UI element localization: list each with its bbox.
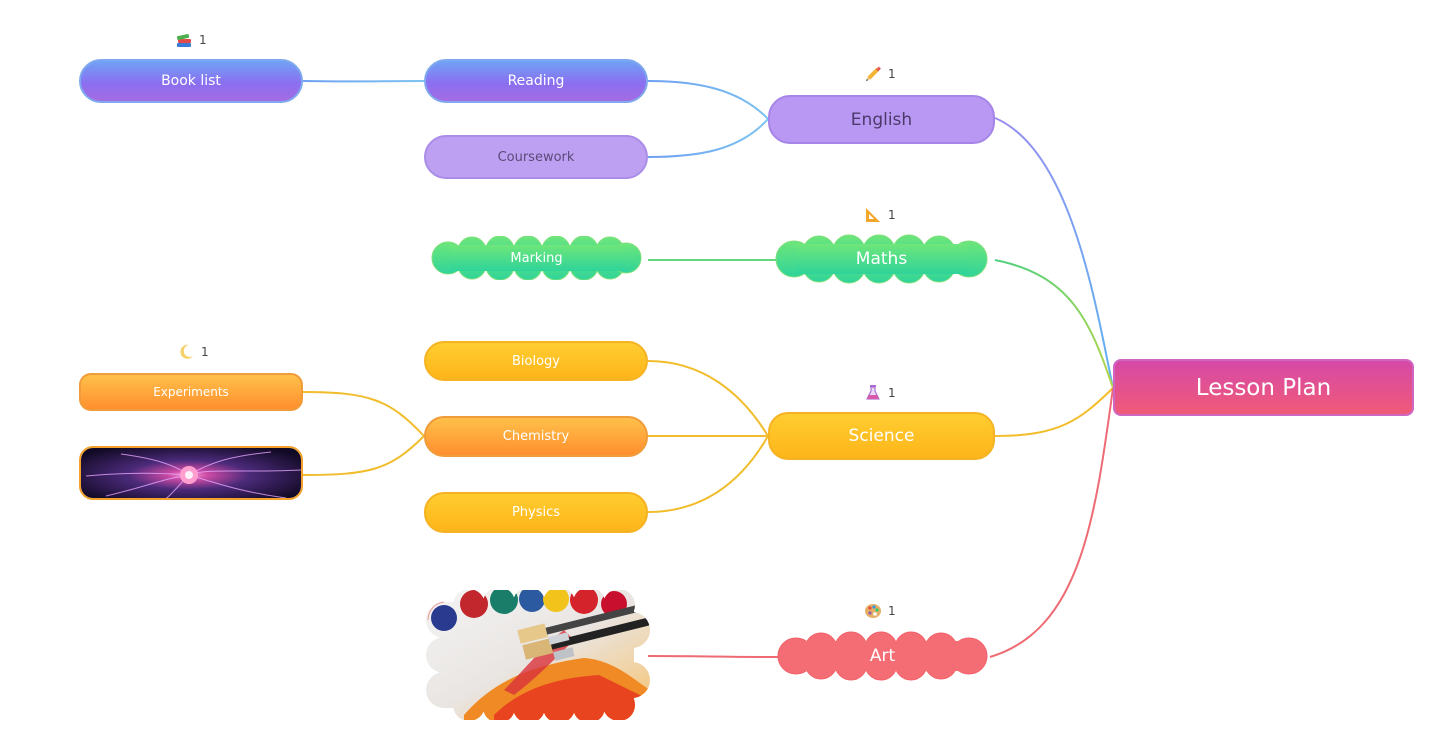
root-label: Lesson Plan: [1195, 374, 1332, 401]
marking-label: Marking: [510, 250, 563, 266]
link-english-reading: [647, 80, 769, 120]
art-badge-count: 1: [888, 604, 896, 618]
booklist-badge[interactable]: 1: [175, 31, 207, 49]
art-cloud-shape: [777, 631, 988, 681]
maths-node[interactable]: Maths: [774, 234, 989, 284]
link-chemistry-experiments: [302, 391, 425, 437]
maths-label: Maths: [855, 249, 908, 269]
english-label: English: [850, 109, 913, 130]
coursework-node[interactable]: Coursework: [424, 135, 648, 179]
experiments-badge[interactable]: 1: [177, 343, 209, 361]
booklist-badge-count: 1: [199, 33, 207, 47]
link-art-image: [647, 655, 779, 658]
pencil-icon: [864, 65, 882, 83]
science-badge[interactable]: 1: [864, 384, 896, 402]
english-badge[interactable]: 1: [864, 65, 896, 83]
booklist-label: Book list: [161, 73, 221, 89]
root-node[interactable]: Lesson Plan: [1113, 359, 1414, 416]
art-node[interactable]: Art: [776, 631, 989, 681]
experiments-label: Experiments: [153, 385, 229, 399]
books-icon: [175, 31, 193, 49]
experiments-node[interactable]: Experiments: [79, 373, 303, 411]
maths-badge[interactable]: 1: [864, 206, 896, 224]
experiments-badge-count: 1: [201, 345, 209, 359]
link-science-physics: [647, 435, 769, 513]
link-root-art: [989, 387, 1114, 658]
plasma-ball-image[interactable]: [79, 446, 303, 500]
science-node[interactable]: Science: [768, 412, 995, 460]
plasma-ball-graphic: [81, 448, 301, 498]
link-english-coursework: [647, 118, 769, 158]
english-badge-count: 1: [888, 67, 896, 81]
science-label: Science: [848, 426, 915, 446]
maths-cloud-shape: [775, 234, 988, 284]
english-node[interactable]: English: [768, 95, 995, 144]
paint-brushes-graphic: [426, 590, 650, 720]
coursework-label: Coursework: [497, 149, 575, 165]
physics-node[interactable]: Physics: [424, 492, 648, 533]
art-badge[interactable]: 1: [864, 602, 896, 620]
biology-label: Biology: [512, 353, 560, 369]
booklist-node[interactable]: Book list: [79, 59, 303, 103]
chemistry-node[interactable]: Chemistry: [424, 416, 648, 457]
link-root-english: [994, 117, 1114, 389]
link-science-biology: [647, 360, 769, 437]
biology-node[interactable]: Biology: [424, 341, 648, 381]
chemistry-label: Chemistry: [502, 429, 570, 444]
maths-badge-count: 1: [888, 208, 896, 222]
link-root-maths: [994, 259, 1114, 389]
science-badge-count: 1: [888, 386, 896, 400]
link-chemistry-image: [302, 435, 425, 476]
link-root-science: [994, 387, 1114, 437]
art-label: Art: [869, 646, 896, 666]
reading-node[interactable]: Reading: [424, 59, 648, 103]
paint-brushes-image[interactable]: [424, 590, 650, 720]
reading-label: Reading: [507, 73, 565, 89]
triangle-ruler-icon: [864, 206, 882, 224]
palette-icon: [864, 602, 882, 620]
marking-node[interactable]: Marking: [430, 236, 643, 280]
flask-icon: [864, 384, 882, 402]
marking-cloud-shape: [431, 236, 642, 280]
moon-icon: [177, 343, 195, 361]
physics-label: Physics: [511, 505, 561, 520]
